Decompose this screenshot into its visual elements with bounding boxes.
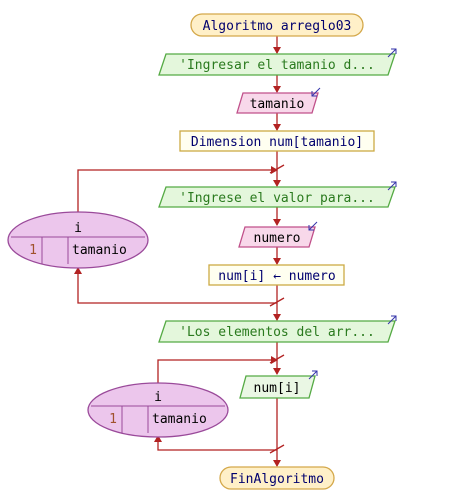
read-value-variable: numero	[254, 231, 301, 246]
loop-2-start: 1	[109, 412, 117, 427]
assignment-text: num[i] ← numero	[218, 269, 335, 284]
comment-block-1[interactable]: 'Ingresar el tamanio d...	[158, 48, 397, 76]
loop-1-variable: i	[74, 221, 82, 236]
start-terminal-label: Algoritmo arreglo03	[203, 19, 352, 34]
comment-1-text: 'Ingresar el tamanio d...	[179, 58, 375, 73]
flow-connectors	[74, 36, 285, 467]
loop1-top-tick	[269, 164, 285, 174]
read-value-input[interactable]: numero	[238, 221, 318, 248]
input-arrow-icon	[311, 87, 321, 97]
loop-2-end: tamanio	[152, 412, 207, 427]
output-arrow-icon	[387, 181, 397, 191]
for-loop-1[interactable]: i 1 tamanio	[7, 211, 149, 269]
loop2-top-tick	[269, 354, 285, 364]
write-value-text: num[i]	[254, 381, 301, 396]
comment-3-text: 'Los elementos del arr...	[179, 325, 375, 340]
dimension-text: Dimension num[tamanio]	[191, 135, 363, 150]
comment-block-2[interactable]: 'Ingrese el valor para...	[158, 181, 397, 208]
input-arrow-icon	[308, 221, 318, 231]
loop-1-start: 1	[29, 243, 37, 258]
loop2-top-rail	[157, 356, 278, 387]
loop1-bottom-tick	[269, 297, 285, 307]
output-arrow-icon	[387, 48, 397, 58]
loop1-bottom-rail	[74, 267, 277, 304]
write-value-output[interactable]: num[i]	[239, 370, 318, 399]
loop1-top-rail	[77, 166, 278, 213]
output-arrow-icon	[308, 370, 318, 380]
loop2-bottom-rail	[154, 435, 277, 451]
end-terminal-label: FinAlgoritmo	[230, 472, 324, 487]
assignment-process[interactable]: num[i] ← numero	[208, 264, 345, 286]
start-terminal[interactable]: Algoritmo arreglo03	[190, 13, 364, 37]
dimension-process[interactable]: Dimension num[tamanio]	[179, 130, 375, 152]
loop-2-variable: i	[154, 390, 162, 405]
comment-2-text: 'Ingrese el valor para...	[179, 191, 375, 206]
loop-1-end: tamanio	[72, 243, 127, 258]
for-loop-2[interactable]: i 1 tamanio	[87, 382, 229, 438]
read-size-input[interactable]: tamanio	[236, 87, 321, 114]
end-terminal[interactable]: FinAlgoritmo	[219, 466, 335, 490]
read-size-variable: tamanio	[250, 97, 305, 112]
comment-block-3[interactable]: 'Los elementos del arr...	[158, 315, 397, 343]
output-arrow-icon	[387, 315, 397, 325]
loop2-bottom-tick	[269, 444, 285, 454]
